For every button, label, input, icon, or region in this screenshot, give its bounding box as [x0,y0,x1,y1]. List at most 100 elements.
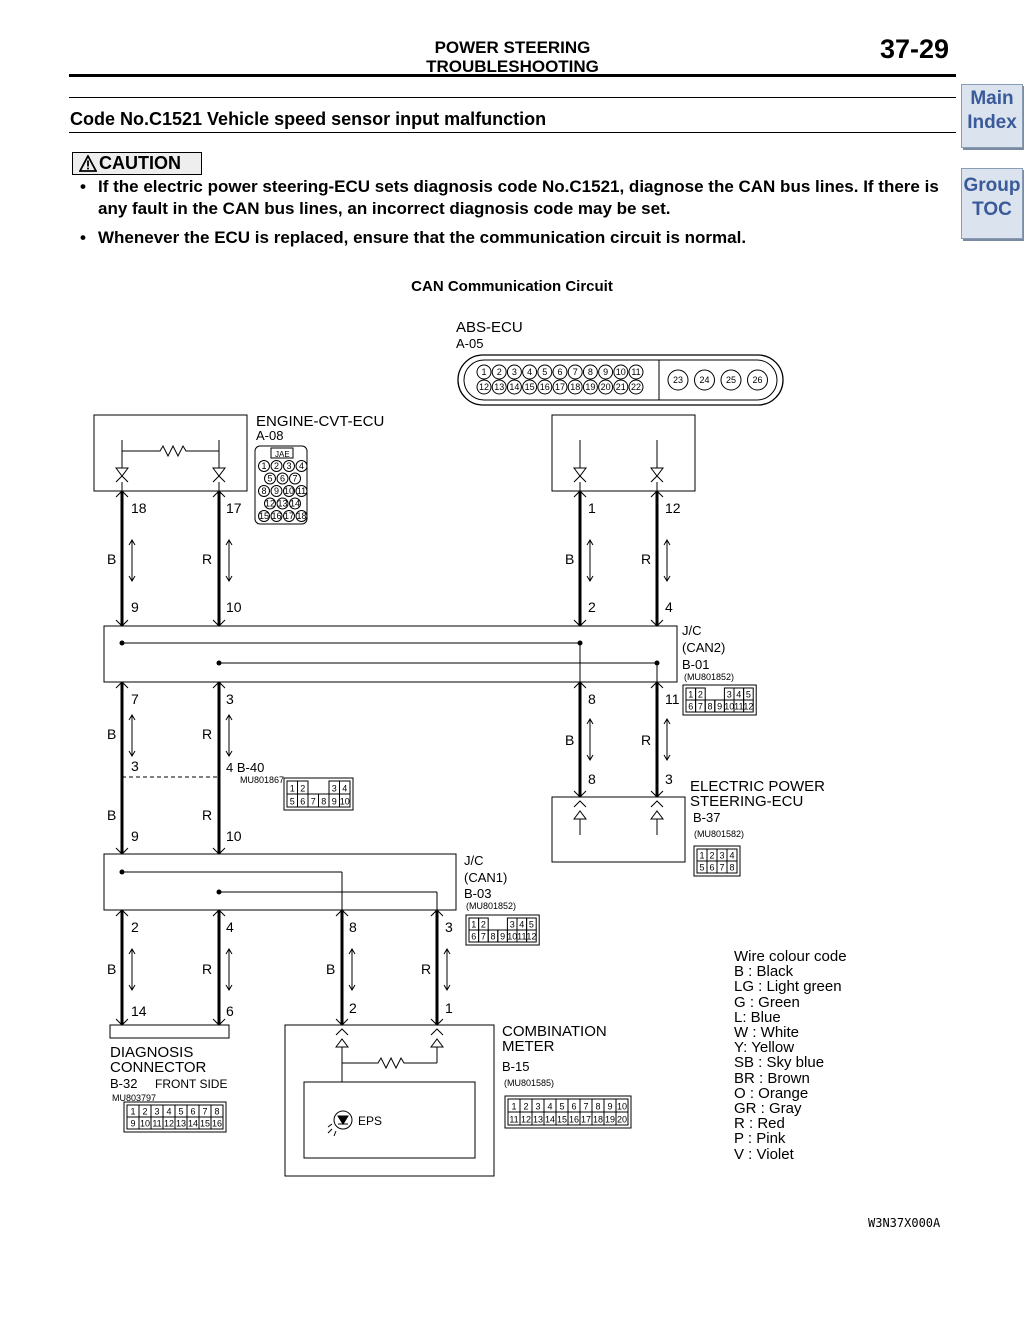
svg-text:14: 14 [545,1115,555,1125]
svg-text:17: 17 [226,500,242,516]
eps-lamp-label: EPS [358,1114,382,1128]
svg-text:B: B [565,732,574,748]
jc-can1-ref: B-03 [464,886,491,901]
svg-text:3: 3 [535,1102,540,1112]
svg-text:3: 3 [286,461,291,471]
connector-pin: 14 [506,379,522,395]
svg-text:7: 7 [292,474,297,484]
svg-text:R: R [641,551,651,567]
svg-text:11: 11 [297,486,306,496]
b40-ref: 4 B-40 [226,760,264,775]
connector-pin: 25 [720,369,742,391]
legend-item: G : Green [734,993,800,1011]
svg-text:16: 16 [212,1119,222,1129]
svg-text:10: 10 [140,1119,150,1129]
caution-box: CAUTION [72,152,202,175]
connector-pin: 24 [694,369,715,391]
svg-text:19: 19 [605,1115,615,1125]
svg-text:6: 6 [571,1102,576,1112]
svg-text:8: 8 [588,691,596,707]
svg-text:20: 20 [601,382,611,392]
svg-text:2: 2 [131,919,139,935]
svg-text:R: R [641,732,651,748]
connector-pin: 16 [537,379,553,395]
svg-text:9: 9 [500,932,505,942]
svg-text:6: 6 [280,474,285,484]
page-number: 37-29 [880,34,950,64]
legend-item: W : White [734,1024,800,1042]
jae-brand: JAE [275,450,290,459]
svg-text:11: 11 [152,1119,161,1129]
svg-text:4: 4 [226,919,234,935]
legend-item: R : Red [734,1115,785,1133]
svg-text:R: R [202,551,212,567]
svg-text:7: 7 [583,1102,588,1112]
group-toc-button[interactable]: Group TOC [961,168,1023,239]
svg-text:10: 10 [617,1102,627,1112]
meter-resistor [342,1056,437,1070]
svg-text:11: 11 [734,702,743,712]
svg-text:R: R [202,961,212,977]
connector-pin: 18 [295,510,308,522]
legend-item: O : Orange [734,1084,809,1102]
svg-text:B: B [107,807,116,823]
svg-text:5: 5 [699,863,704,873]
svg-text:12: 12 [479,382,489,392]
svg-text:B: B [107,726,116,742]
svg-text:12: 12 [164,1119,174,1129]
diagnosis-connector-side: FRONT SIDE [155,1077,227,1091]
svg-text:2: 2 [300,784,305,794]
svg-text:9: 9 [131,828,139,844]
svg-text:2: 2 [523,1102,528,1112]
main-index-button[interactable]: Main Index [961,84,1023,148]
svg-text:4: 4 [299,461,304,471]
wire-colour-labels: B R B R B R B R B R B R B R [107,551,651,977]
svg-text:26: 26 [752,375,762,385]
section-header: POWER STEERING TROUBLESHOOTING [400,38,625,76]
eps-ecu-label2: STEERING-ECU [690,793,803,810]
svg-text:8: 8 [490,932,495,942]
legend-item: V : Violet [734,1145,794,1163]
combination-meter-box [284,1024,495,1177]
svg-text:12: 12 [526,932,536,942]
figure-code: W3N37X000A [868,1216,941,1230]
connector-pin: 6 [552,364,568,380]
svg-text:8: 8 [321,797,326,807]
svg-text:14: 14 [290,499,300,509]
svg-text:6: 6 [688,702,693,712]
connector-pin: 1 [258,460,270,472]
eps-lamp-icon [327,1110,353,1137]
legend-item: LG : Light green [734,978,842,996]
svg-text:20: 20 [617,1115,627,1125]
jc-can1-label: J/C [464,853,484,868]
combination-meter-label: COMBINATION [502,1023,607,1040]
caution-item: If the electric power steering-ECU sets … [78,176,948,220]
eps-ecu-ref: B-37 [693,810,720,825]
connector-pin: 17 [552,379,568,395]
svg-text:4: 4 [166,1107,171,1117]
svg-text:15: 15 [200,1119,210,1129]
svg-text:15: 15 [525,382,535,392]
svg-text:8: 8 [729,863,734,873]
svg-text:3: 3 [665,771,673,787]
header-rule [69,74,956,77]
code-title: Code No.C1521 Vehicle speed sensor input… [70,109,547,129]
svg-text:11: 11 [631,367,640,377]
connector-pin: 7 [567,364,583,380]
svg-text:B: B [107,551,116,567]
svg-text:8: 8 [261,486,266,496]
svg-text:14: 14 [509,382,519,392]
svg-text:1: 1 [445,1000,453,1016]
svg-text:1: 1 [688,690,693,700]
svg-text:1: 1 [511,1102,516,1112]
svg-text:8: 8 [588,771,596,787]
connector-pin: 12 [264,497,276,510]
connector-pin: 1 [476,364,492,380]
connector-pin: 5 [537,364,553,380]
svg-text:3: 3 [512,367,517,377]
svg-text:2: 2 [274,461,279,471]
engine-ecu-ref: A-08 [256,428,283,443]
